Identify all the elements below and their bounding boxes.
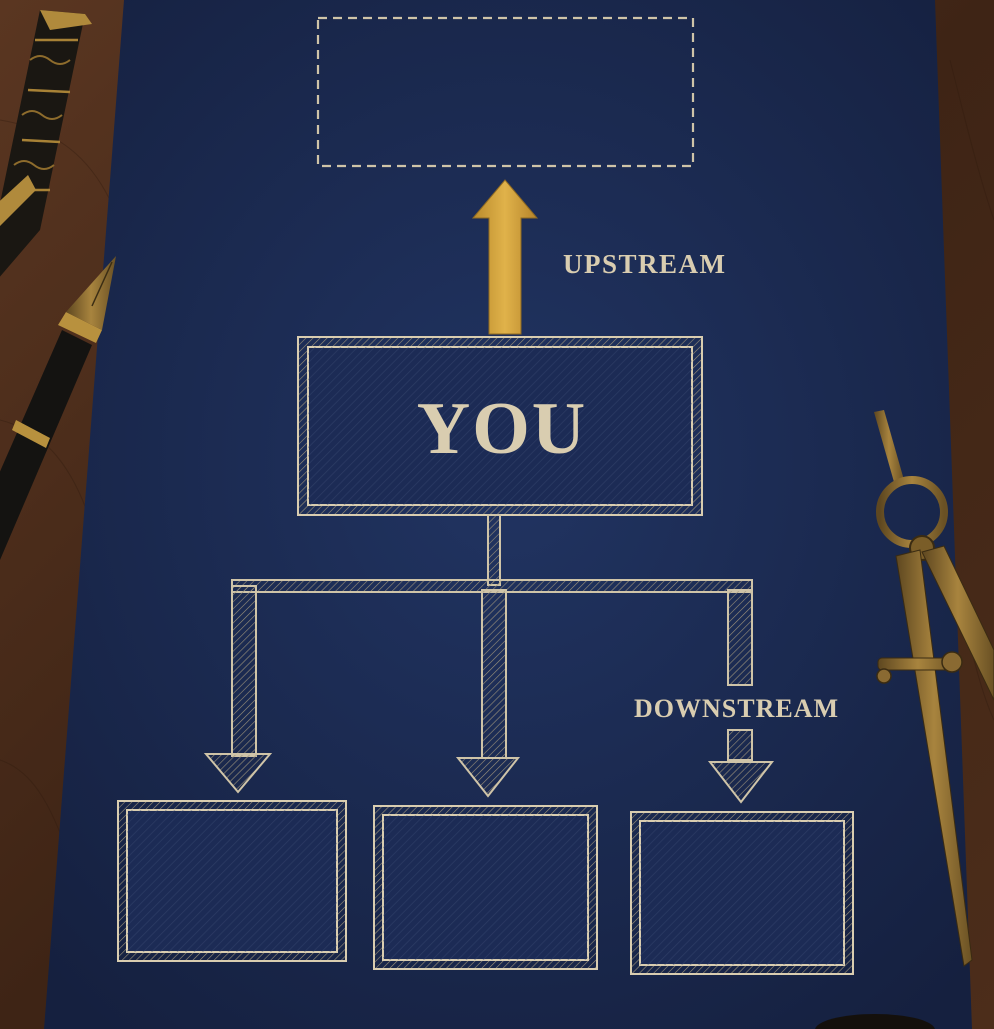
dark-object xyxy=(815,1014,935,1029)
downstream-connectors xyxy=(231,514,753,761)
downstream-arrow-right xyxy=(707,761,775,804)
upstream-label: UPSTREAM xyxy=(563,249,727,279)
upstream-arrow xyxy=(471,179,539,335)
downstream-arrow-middle xyxy=(455,757,521,798)
drafting-compass xyxy=(874,410,994,967)
downstream-label: DOWNSTREAM xyxy=(634,694,839,723)
fountain-pen-cap xyxy=(0,10,92,277)
downstream-arrow-left xyxy=(203,753,273,794)
downstream-box-middle xyxy=(373,805,598,970)
downstream-box-right xyxy=(630,811,854,975)
you-box xyxy=(297,336,703,516)
you-label: YOU xyxy=(417,388,587,470)
downstream-box-left xyxy=(117,800,347,962)
upstream-placeholder-box xyxy=(316,16,695,168)
fountain-pen xyxy=(0,256,116,560)
